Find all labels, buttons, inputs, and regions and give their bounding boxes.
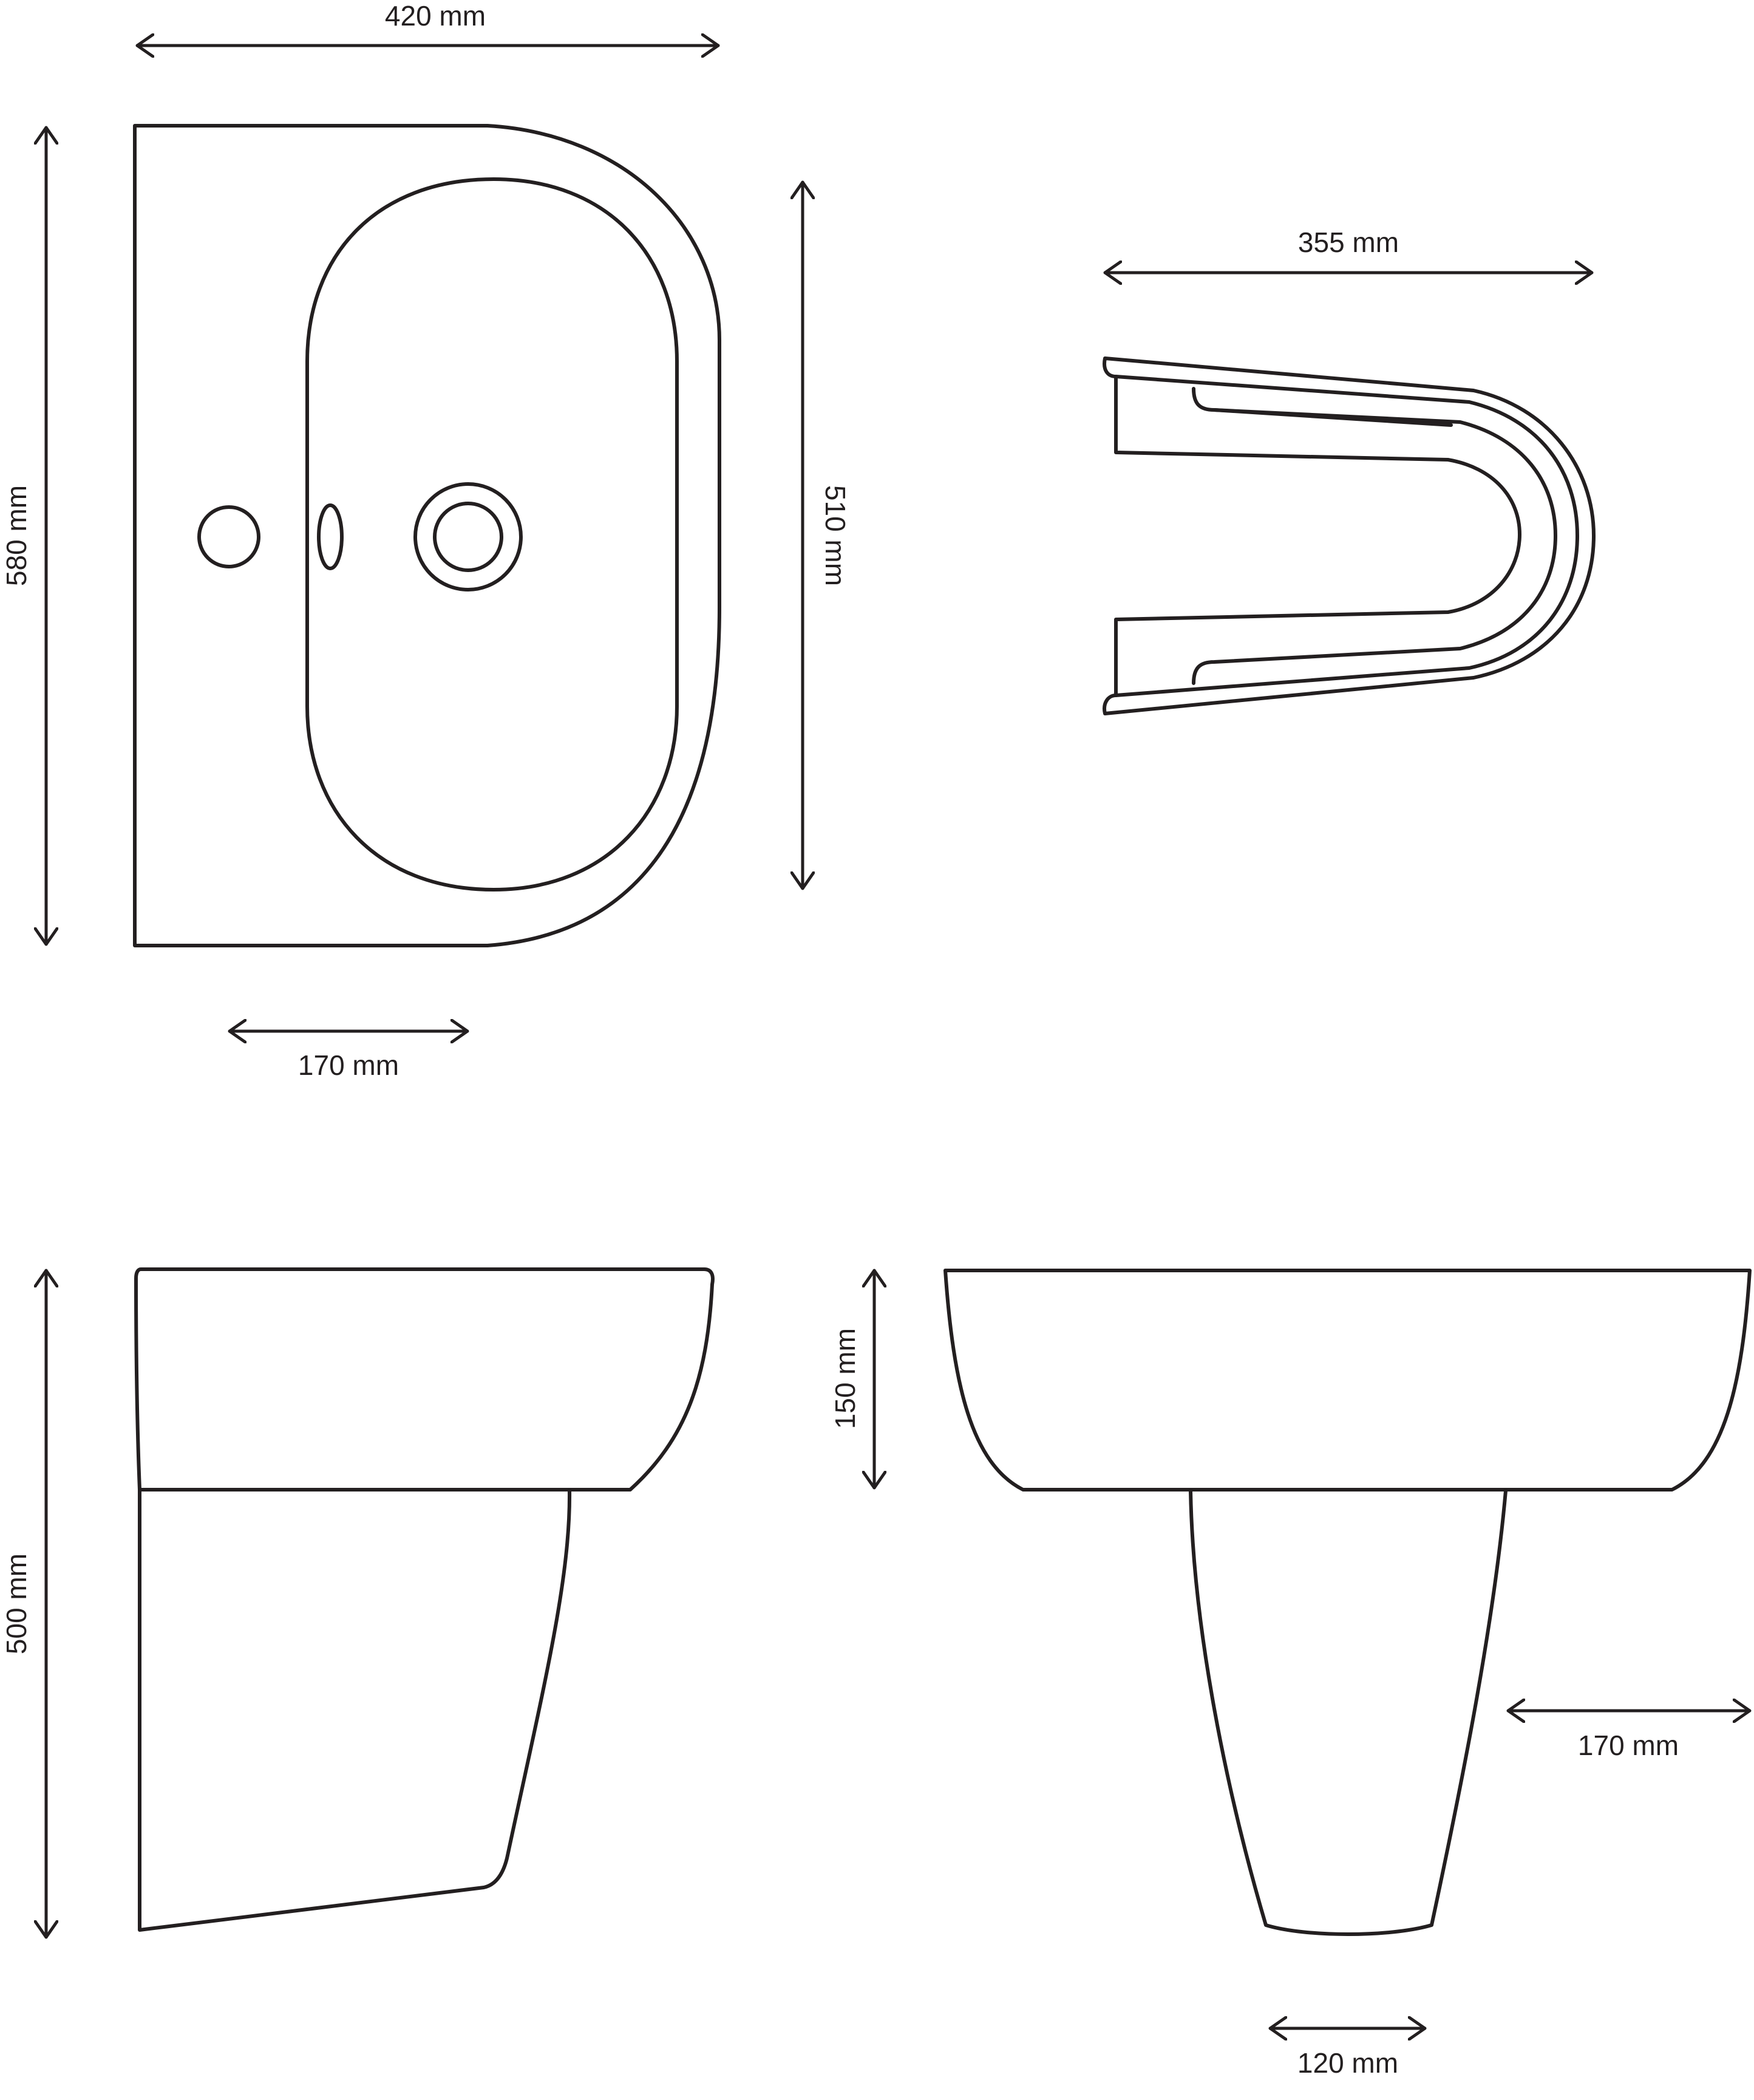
front-pedestal-outline bbox=[1189, 1489, 1508, 1936]
tap-offset-dimension-label: 170 mm bbox=[298, 1049, 399, 1081]
side-pedestal-outline bbox=[138, 1488, 572, 1932]
front-basin-outline bbox=[943, 1269, 1752, 1491]
depth-dimension-label: 580 mm bbox=[1, 485, 32, 586]
tap-hole bbox=[197, 505, 260, 568]
pedestal-rim-inner-3 bbox=[1212, 408, 1453, 427]
pedestal-width-dimension-label: 355 mm bbox=[1298, 227, 1399, 258]
bowl-outline bbox=[305, 177, 679, 891]
base-width-dimension-label: 120 mm bbox=[1297, 2047, 1398, 2079]
side-view: 500 mm bbox=[1, 1267, 715, 1939]
width-dimension-label: 420 mm bbox=[385, 0, 486, 32]
pedestal-rim-inner-1 bbox=[1114, 375, 1579, 697]
basin-outline bbox=[133, 124, 721, 947]
pedestal-plan-view: 355 mm bbox=[1103, 227, 1596, 715]
pedestal-rim-inner-2 bbox=[1192, 387, 1557, 685]
drain-outer-ring bbox=[413, 482, 523, 591]
front-view: 150 mm 170 mm 120 mm bbox=[829, 1269, 1752, 2079]
side-height-dimension-label: 500 mm bbox=[1, 1553, 32, 1654]
side-basin-outline bbox=[134, 1267, 715, 1491]
drain-inner-ring bbox=[433, 502, 503, 572]
pedestal-outer-outline bbox=[1103, 356, 1596, 715]
bowl-dimension-label: 510 mm bbox=[820, 485, 851, 586]
basin-height-dimension-label: 150 mm bbox=[829, 1328, 861, 1429]
overflow-slot bbox=[317, 503, 344, 570]
projection-dimension-label: 170 mm bbox=[1578, 1730, 1679, 1761]
top-view: 420 mm 580 mm 510 mm 170 mm bbox=[1, 0, 851, 1081]
